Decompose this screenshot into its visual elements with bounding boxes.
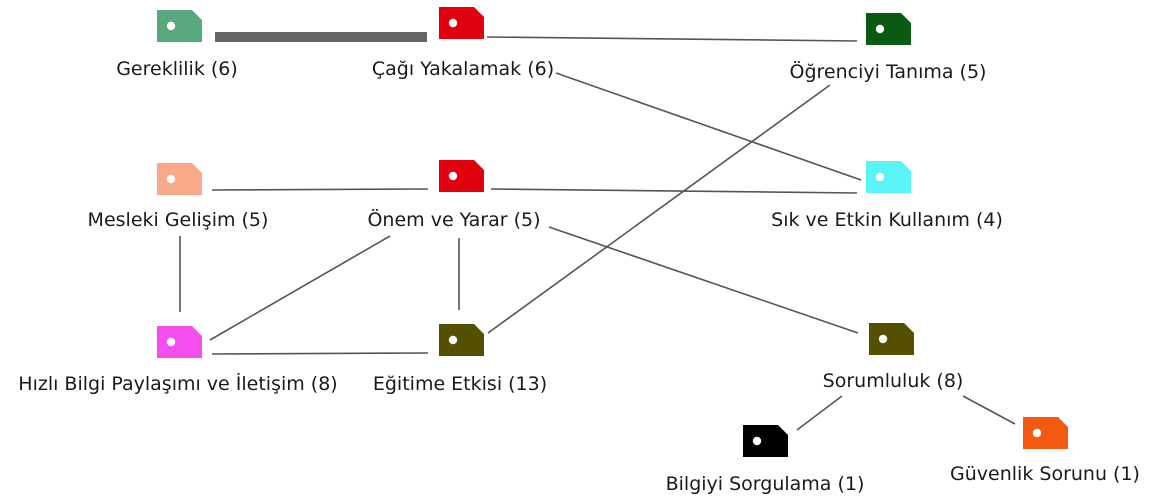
node-label-egitim: Eğitime Etkisi (13) — [372, 373, 548, 395]
edge-cagi-ogrenci — [486, 36, 858, 42]
tag-icon-onem — [437, 159, 485, 193]
edge-onem-sik — [490, 188, 858, 194]
node-label-hizli: Hızlı Bilgi Paylaşımı ve İletişim (8) — [18, 373, 338, 395]
node-label-ogrenci: Öğrenciyi Tanıma (5) — [789, 61, 987, 83]
tag-icon-cagi — [437, 6, 485, 40]
tag-icon-guvenlik — [1021, 416, 1069, 450]
edge-sorumluluk-guvenlik — [962, 395, 1016, 425]
edge-sorumluluk-bilgiyi — [796, 395, 843, 431]
node-label-sorumluluk: Sorumluluk (8) — [822, 370, 964, 392]
tag-icon-gereklilik — [155, 9, 203, 43]
node-label-bilgiyi: Bilgiyi Sorgulama (1) — [665, 473, 865, 495]
tag-icon-hizli — [155, 325, 203, 359]
tag-icon-egitim — [437, 323, 485, 357]
edge-ogrenci-egitim — [487, 84, 831, 334]
edge-gereklilik-cagi — [215, 32, 427, 42]
tag-icon-bilgiyi — [741, 424, 789, 458]
edge-cagi-sik — [555, 72, 862, 181]
node-label-sik: Sık ve Etkin Kullanım (4) — [771, 209, 1003, 231]
tag-icon-sik — [864, 160, 912, 194]
node-label-onem: Önem ve Yarar (5) — [367, 209, 541, 231]
node-label-guvenlik: Güvenlik Sorunu (1) — [950, 463, 1140, 485]
edge-onem-hizli — [209, 235, 391, 341]
node-label-gereklilik: Gereklilik (6) — [116, 58, 238, 80]
edge-hizli-egitim — [211, 352, 429, 355]
tag-icon-mesleki — [155, 162, 203, 196]
tag-icon-sorumluluk — [867, 322, 915, 356]
edge-onem-sorumluluk — [548, 226, 859, 334]
edge-mesleki-onem — [211, 188, 429, 191]
node-label-mesleki: Mesleki Gelişim (5) — [87, 209, 269, 231]
node-label-cagi: Çağı Yakalamak (6) — [371, 58, 555, 80]
tag-icon-ogrenci — [864, 12, 912, 46]
